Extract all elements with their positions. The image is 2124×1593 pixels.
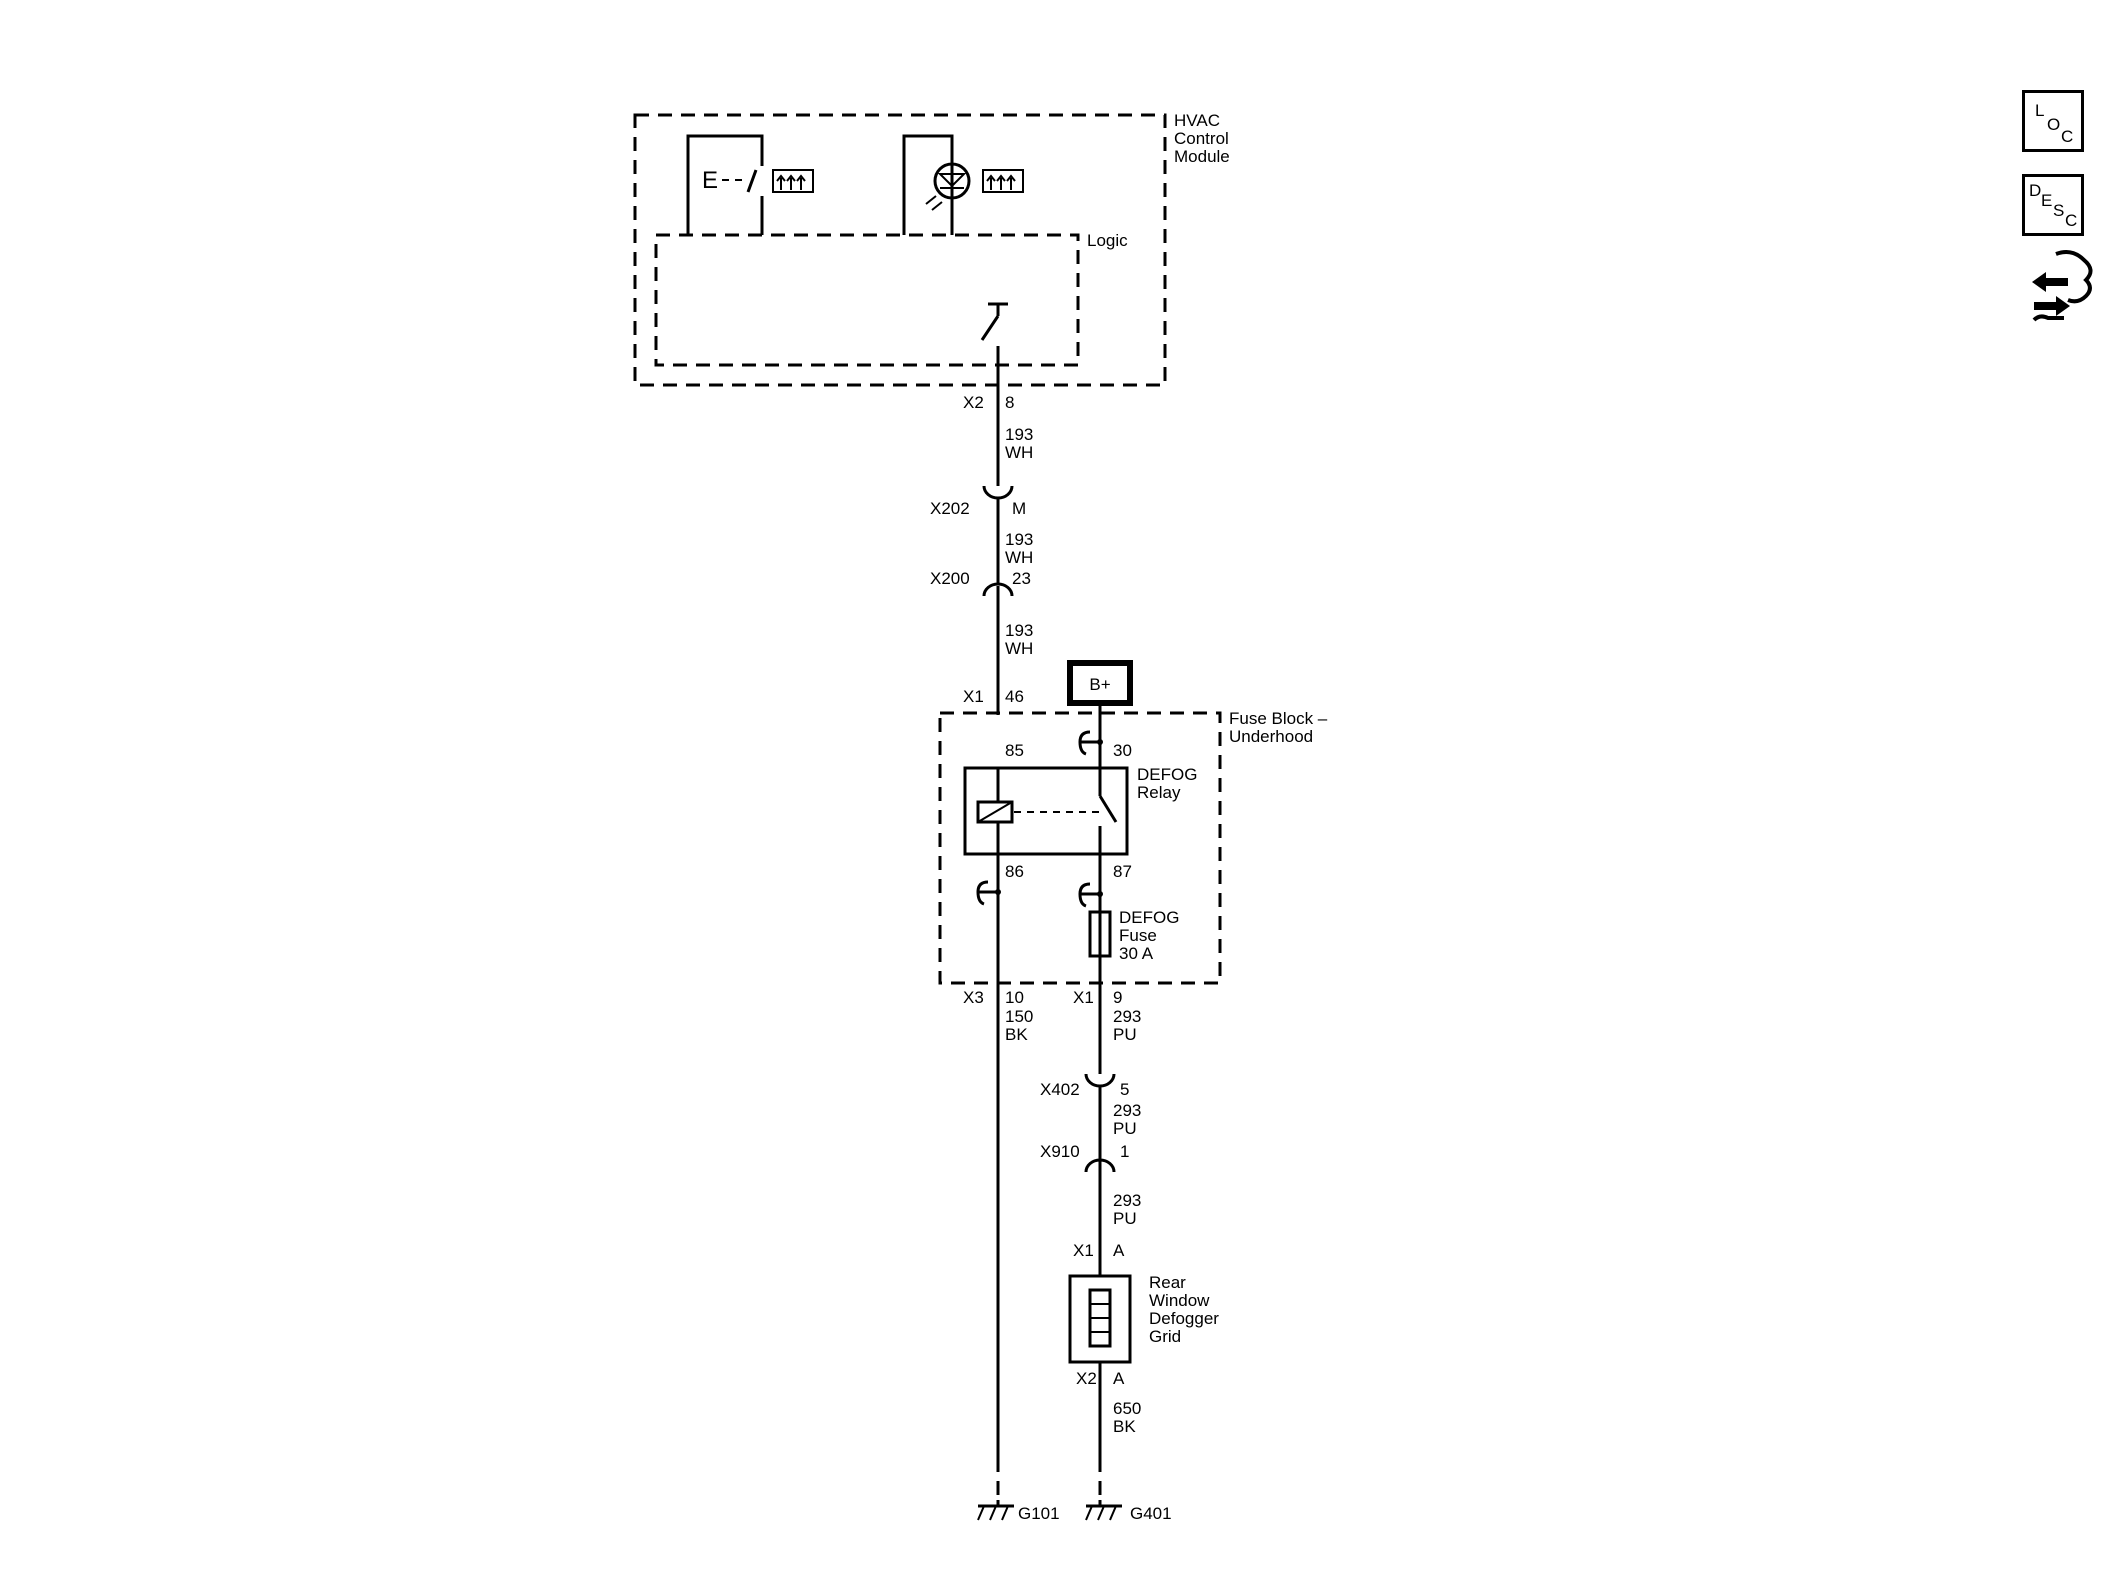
hvac-label-2: Control (1174, 129, 1229, 148)
x200-connector-icon (982, 582, 1014, 597)
hvac-module-boundary (633, 113, 1167, 387)
defog-fuse: DEFOG Fuse 30 A (1088, 908, 1179, 963)
wire-650-num: 650 (1113, 1399, 1141, 1418)
x202-pin: M (1012, 499, 1026, 518)
x200-label: X200 (930, 569, 970, 588)
rear-window-defogger-grid: Rear Window Defogger Grid (1068, 1273, 1219, 1364)
defogger-label-4: Grid (1149, 1327, 1181, 1346)
relay-pin-85: 85 (1005, 741, 1024, 760)
logic-label: Logic (1087, 231, 1128, 250)
wire-193-c-color: WH (1005, 639, 1033, 658)
terminal-87-icon (1078, 882, 1091, 908)
desc-letter-s: S (2053, 201, 2065, 220)
relay-pin-30: 30 (1113, 741, 1132, 760)
hvac-label-3: Module (1174, 147, 1230, 166)
wire-293-a-num: 293 (1113, 1007, 1141, 1026)
hvac-control-module: HVAC Control Module Logic E (633, 111, 1230, 387)
relay-pin-86: 86 (1005, 862, 1024, 881)
circuit-150: X3 10 150 BK (963, 983, 1033, 1500)
wire-650-color: BK (1113, 1417, 1136, 1436)
led-icon (933, 162, 971, 200)
g101-label: G101 (1018, 1504, 1060, 1523)
grid-x2-label: X2 (1076, 1369, 1097, 1388)
x402-pin: 5 (1120, 1080, 1129, 1099)
x202-label: X202 (930, 499, 970, 518)
wire-293-c-num: 293 (1113, 1191, 1141, 1210)
fb-x1-46-label: X1 (963, 687, 984, 706)
desc-letter-e: E (2041, 191, 2053, 210)
ground-g101: G101 (977, 1500, 1060, 1523)
wire-293-a-color: PU (1113, 1025, 1137, 1044)
battery-label: B+ (1089, 675, 1110, 694)
x910-pin: 1 (1120, 1142, 1129, 1161)
battery-box (1067, 660, 1133, 706)
wire-150-color: BK (1005, 1025, 1028, 1044)
fb-x1-46-pin: 46 (1005, 687, 1024, 706)
hvac-label-1: HVAC (1174, 111, 1220, 130)
terminal-86-icon (976, 880, 989, 906)
defogger-label-1: Rear (1149, 1273, 1186, 1292)
wire-193-c-num: 193 (1005, 621, 1033, 640)
fuse-label-2: Fuse (1119, 926, 1157, 945)
fuse-block-boundary (938, 711, 1222, 985)
circuit-293: X1 9 293 PU X402 5 293 PU X910 1 293 PU … (1040, 983, 1219, 1500)
x910-label: X910 (1040, 1142, 1080, 1161)
fb-x1-9-label: X1 (1073, 988, 1094, 1007)
grid-x1-pin: A (1113, 1241, 1125, 1260)
battery-feed: B+ (1067, 660, 1133, 732)
fb-x3-label: X3 (963, 988, 984, 1007)
wire-193-a-color: WH (1005, 443, 1033, 462)
defogger-label-2: Window (1149, 1291, 1210, 1310)
fuse-block-label-2: Underhood (1229, 727, 1313, 746)
relay-coil-icon (976, 800, 1014, 824)
circuit-193: X2 8 193 WH X202 M 193 WH X200 23 193 WH… (930, 385, 1033, 715)
defog-relay: DEFOG Relay (963, 765, 1197, 856)
defog-symbol-icon (772, 169, 814, 193)
fuse-block-label-1: Fuse Block – (1229, 709, 1328, 728)
wire-193-b-color: WH (1005, 548, 1033, 567)
defog-switch: E (686, 134, 814, 235)
desc-button[interactable]: D E S C (2022, 174, 2084, 236)
g401-label: G401 (1130, 1504, 1172, 1523)
grid-x1-label: X1 (1073, 1241, 1094, 1260)
e-label: E (702, 167, 718, 194)
defog-indicator-symbol-icon (982, 169, 1024, 193)
relay-pin-87: 87 (1113, 862, 1132, 881)
wire-293-b-num: 293 (1113, 1101, 1141, 1120)
fb-x3-pin: 10 (1005, 988, 1024, 1007)
hvac-x2-pin: 8 (1005, 393, 1014, 412)
wire-193-a-num: 193 (1005, 425, 1033, 444)
wire-193-b-num: 193 (1005, 530, 1033, 549)
loc-letter-l: L (2035, 101, 2045, 120)
desc-letter-d: D (2029, 181, 2042, 200)
defogger-label-3: Defogger (1149, 1309, 1219, 1328)
hvac-x2-label: X2 (963, 393, 984, 412)
fuse-label-1: DEFOG (1119, 908, 1179, 927)
wire-293-c-color: PU (1113, 1209, 1137, 1228)
fuse-label-3: 30 A (1119, 944, 1154, 963)
ground-g401: G401 (1085, 1500, 1172, 1523)
fuse-block-underhood: Fuse Block – Underhood 85 30 DEFOG Relay… (938, 709, 1328, 1003)
x200-pin: 23 (1012, 569, 1031, 588)
x402-connector-icon (1084, 1073, 1116, 1088)
defog-indicator (902, 134, 1024, 235)
relay-label-2: Relay (1137, 783, 1181, 802)
hand-arrows-icon[interactable] (2032, 250, 2093, 322)
desc-letter-c: C (2065, 211, 2078, 230)
x202-connector-icon (982, 485, 1014, 500)
relay-label-1: DEFOG (1137, 765, 1197, 784)
wire-150-num: 150 (1005, 1007, 1033, 1026)
loc-letter-c: C (2061, 127, 2074, 146)
fb-x1-9-pin: 9 (1113, 988, 1122, 1007)
logic-boundary (654, 233, 1080, 367)
loc-letter-o: O (2047, 115, 2061, 134)
logic-output-switch (980, 302, 1008, 385)
x402-label: X402 (1040, 1080, 1080, 1099)
grid-x2-pin: A (1113, 1369, 1125, 1388)
terminal-30-icon (1078, 730, 1091, 756)
loc-button[interactable]: L O C (2022, 90, 2084, 152)
wire-293-b-color: PU (1113, 1119, 1137, 1138)
x910-connector-icon (1084, 1158, 1116, 1173)
